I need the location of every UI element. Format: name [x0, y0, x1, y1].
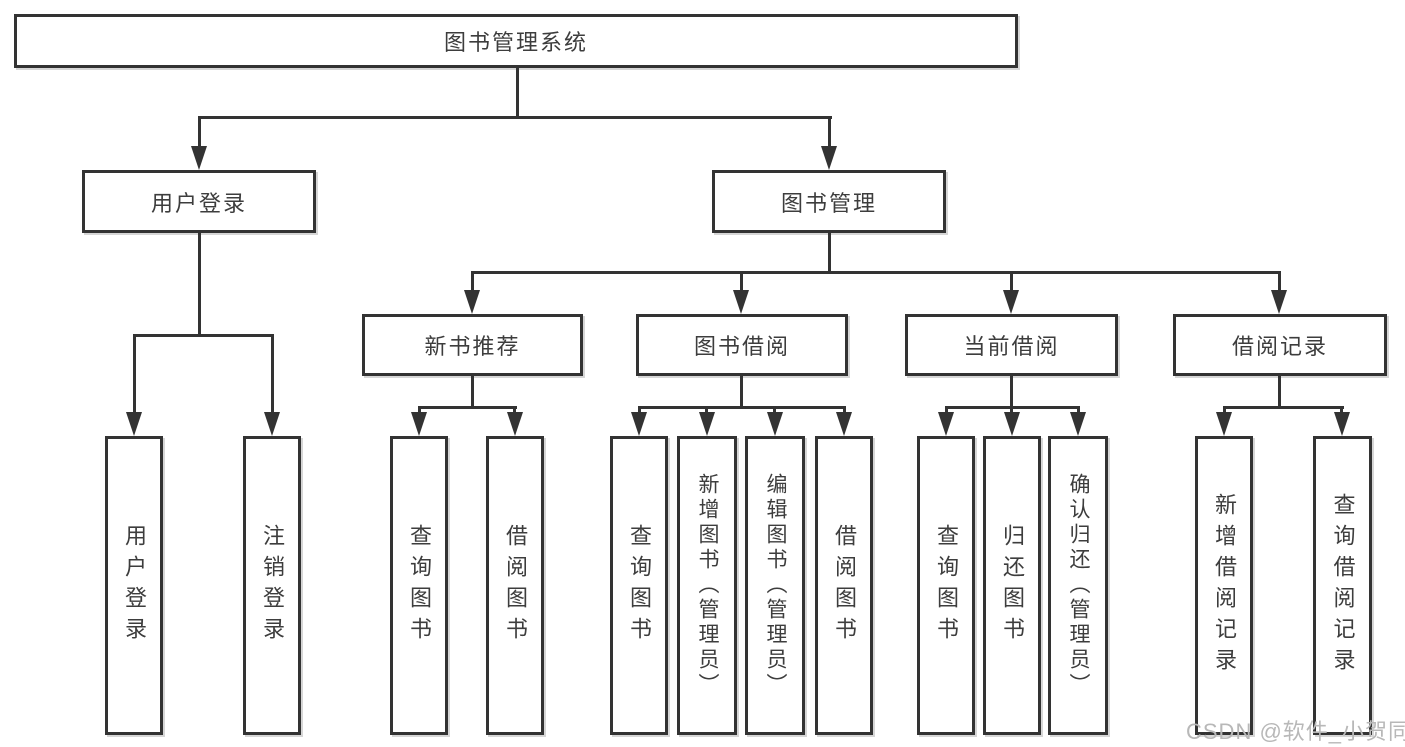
connector-line — [945, 406, 948, 416]
connector-line — [471, 271, 474, 293]
leaf-query-borrow-record-label: 查询借阅记录 — [1330, 492, 1356, 679]
connector-line — [1223, 406, 1344, 409]
leaf-add-book-admin-label: 新增图书（管理员） — [696, 473, 719, 698]
connector-line — [1010, 271, 1013, 293]
connector-line — [516, 68, 519, 119]
node-user-login-label: 用户登录 — [150, 190, 247, 216]
arrowhead-icon — [411, 412, 427, 436]
arrowhead-icon — [733, 290, 749, 314]
leaf-return-book-label: 归还图书 — [1000, 523, 1025, 648]
connector-line — [133, 334, 274, 337]
csdn-watermark: CSDN @软件_小贺同学 — [1186, 719, 1405, 744]
leaf-add-book-admin: 新增图书（管理员） — [677, 436, 737, 735]
connector-line — [198, 116, 832, 119]
connector-line — [705, 406, 708, 416]
node-current-borrow-label: 当前借阅 — [963, 334, 1060, 359]
connector-line — [740, 271, 743, 293]
leaf-query-book-borrow-label: 查询图书 — [627, 523, 652, 648]
connector-line — [471, 376, 474, 409]
connector-line — [773, 406, 776, 416]
connector-line — [418, 406, 517, 409]
connector-line — [513, 406, 516, 416]
arrowhead-icon — [507, 412, 523, 436]
node-user-login: 用户登录 — [82, 170, 316, 233]
arrowhead-icon — [699, 412, 715, 436]
leaf-query-book-current-label: 查询图书 — [934, 523, 959, 648]
connector-line — [1278, 376, 1281, 409]
connector-line — [828, 116, 831, 150]
leaf-query-book-current: 查询图书 — [917, 436, 975, 735]
node-book-management-label: 图书管理 — [780, 190, 877, 216]
arrowhead-icon — [1216, 412, 1232, 436]
node-book-borrow-label: 图书借阅 — [693, 334, 790, 359]
leaf-return-book: 归还图书 — [983, 436, 1041, 735]
leaf-query-borrow-record: 查询借阅记录 — [1313, 436, 1372, 735]
leaf-query-book-borrow: 查询图书 — [610, 436, 668, 735]
connector-line — [198, 116, 201, 150]
connector-line — [198, 233, 201, 337]
arrowhead-icon — [1003, 290, 1019, 314]
connector-line — [1278, 271, 1281, 293]
arrowhead-icon — [1334, 412, 1350, 436]
node-borrow-records-label: 借阅记录 — [1231, 334, 1328, 359]
leaf-query-book-recommend: 查询图书 — [390, 436, 448, 735]
leaf-add-borrow-record: 新增借阅记录 — [1195, 436, 1253, 735]
leaf-borrow-book-recommend: 借阅图书 — [486, 436, 544, 735]
arrowhead-icon — [836, 412, 852, 436]
leaf-borrow-book-label: 借阅图书 — [832, 523, 857, 648]
leaf-user-login-label: 用户登录 — [122, 523, 147, 648]
connector-line — [1340, 406, 1343, 416]
node-book-management: 图书管理 — [712, 170, 946, 233]
node-current-borrow: 当前借阅 — [905, 314, 1118, 376]
connector-line — [1223, 406, 1226, 416]
connector-line — [638, 406, 846, 409]
arrowhead-icon — [264, 412, 280, 436]
leaf-edit-book-admin-label: 编辑图书（管理员） — [764, 473, 787, 698]
connector-line — [740, 376, 743, 409]
connector-line — [133, 334, 136, 416]
node-book-borrow: 图书借阅 — [636, 314, 848, 376]
node-root-label: 图书管理系统 — [443, 30, 588, 55]
leaf-logout-label: 注销登录 — [260, 523, 285, 648]
arrowhead-icon — [1070, 412, 1086, 436]
arrowhead-icon — [631, 412, 647, 436]
connector-line — [638, 406, 641, 416]
arrowhead-icon — [464, 290, 480, 314]
leaf-borrow-book-recommend-label: 借阅图书 — [503, 523, 528, 648]
leaf-confirm-return-admin-label: 确认归还（管理员） — [1067, 473, 1090, 698]
arrowhead-icon — [191, 146, 207, 170]
leaf-user-login: 用户登录 — [105, 436, 163, 735]
node-new-book-recommend: 新书推荐 — [362, 314, 583, 376]
leaf-edit-book-admin: 编辑图书（管理员） — [745, 436, 805, 735]
node-borrow-records: 借阅记录 — [1173, 314, 1387, 376]
connector-line — [1010, 376, 1013, 409]
connector-line — [271, 334, 274, 416]
arrowhead-icon — [821, 146, 837, 170]
leaf-query-book-recommend-label: 查询图书 — [407, 523, 432, 648]
leaf-confirm-return-admin: 确认归还（管理员） — [1048, 436, 1108, 735]
arrowhead-icon — [1271, 290, 1287, 314]
arrowhead-icon — [1004, 412, 1020, 436]
connector-line — [828, 233, 831, 274]
arrowhead-icon — [126, 412, 142, 436]
arrowhead-icon — [938, 412, 954, 436]
connector-line — [1077, 406, 1080, 416]
leaf-add-borrow-record-label: 新增借阅记录 — [1212, 492, 1237, 679]
connector-line — [843, 406, 846, 416]
leaf-logout: 注销登录 — [243, 436, 301, 735]
connector-line — [471, 271, 1281, 274]
leaf-borrow-book: 借阅图书 — [815, 436, 873, 735]
node-new-book-recommend-label: 新书推荐 — [424, 334, 521, 359]
arrowhead-icon — [767, 412, 783, 436]
connector-line — [1010, 406, 1013, 416]
node-root: 图书管理系统 — [14, 14, 1018, 68]
connector-line — [418, 406, 421, 416]
